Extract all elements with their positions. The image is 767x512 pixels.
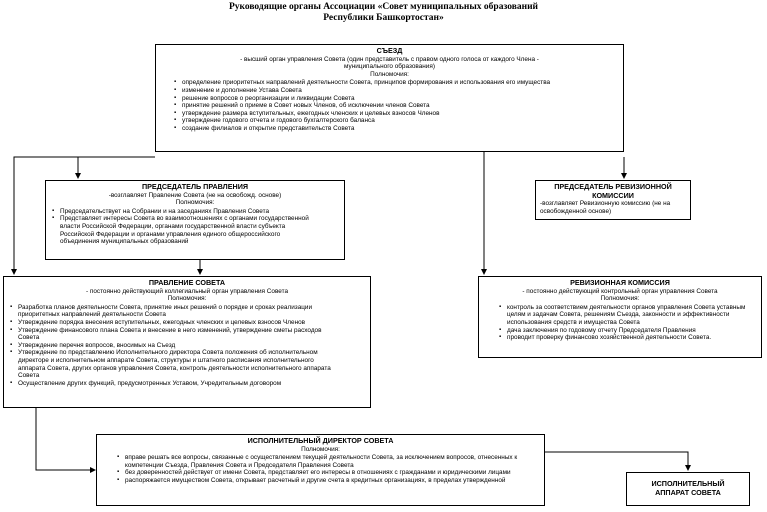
exec-apparatus-box: ИСПОЛНИТЕЛЬНЫЙ АППАРАТ СОВЕТА — [626, 472, 750, 506]
list-item: определение приоритетных направлений дея… — [174, 79, 619, 87]
exec-director-box: ИСПОЛНИТЕЛЬНЫЙ ДИРЕКТОР СОВЕТА Полномочи… — [96, 434, 545, 506]
list-item: дача заключения по годовому отчету Предс… — [499, 327, 757, 335]
connector-execdirector-apparatus — [545, 451, 691, 471]
audit-commission-title: РЕВИЗИОННАЯ КОМИССИЯ — [570, 278, 670, 287]
list-item: создание филиалов и открытие представите… — [174, 125, 619, 133]
chairman-powers-label: Полномочия: — [175, 199, 215, 207]
congress-description: - высший орган управления Совета (один п… — [240, 55, 539, 71]
list-item: Представляет интересы Совета во взаимоот… — [52, 215, 320, 245]
congress-title: СЪЕЗД — [376, 46, 403, 55]
list-item: изменение и дополнение Устава Совета — [174, 87, 619, 95]
congress-powers-list: определение приоритетных направлений дея… — [172, 79, 619, 132]
list-item: Утверждение финансового плана Совета и в… — [10, 327, 336, 342]
list-item: утверждение размера вступительных, ежего… — [174, 110, 619, 118]
page-title-line1: Руководящие органы Ассоциации «Совет мун… — [228, 2, 539, 12]
list-item: проводит проверку финансово хозяйственно… — [499, 334, 757, 342]
exec-director-title: ИСПОЛНИТЕЛЬНЫЙ ДИРЕКТОР СОВЕТА — [247, 436, 394, 445]
audit-chair-title: ПРЕДСЕДАТЕЛЬ РЕВИЗИОННОЙ КОМИССИИ — [554, 182, 672, 200]
audit-commission-powers-list: контроль за соответствием деятельности о… — [497, 304, 757, 342]
list-item: Председательствует на Собрании и на засе… — [52, 208, 320, 216]
audit-commission-powers-label: Полномочия: — [600, 295, 640, 303]
list-item: вправе решать все вопросы, связанные с о… — [117, 454, 540, 469]
exec-director-powers-list: вправе решать все вопросы, связанные с о… — [115, 454, 540, 484]
chairman-description: -возглавляет Правление Совета (не на осв… — [108, 191, 282, 199]
list-item: принятие решений о приеме в Совет новых … — [174, 102, 619, 110]
board-description: - постоянно действующий коллегиальный ор… — [85, 287, 289, 295]
list-item: Утверждение порядка внесения вступительн… — [10, 319, 336, 327]
board-box: ПРАВЛЕНИЕ СОВЕТА - постоянно действующий… — [3, 276, 371, 408]
audit-commission-box: РЕВИЗИОННАЯ КОМИССИЯ - постоянно действу… — [478, 276, 762, 358]
board-title: ПРАВЛЕНИЕ СОВЕТА — [148, 278, 226, 287]
connector-board-execdirector — [35, 408, 96, 473]
list-item: решение вопросов о реорганизации и ликви… — [174, 95, 619, 103]
board-powers-list: Разработка планов деятельности Совета, п… — [8, 304, 336, 388]
list-item: без доверенностей действует от имени Сов… — [117, 469, 540, 477]
chairman-title: ПРЕДСЕДАТЕЛЬ ПРАВЛЕНИЯ — [141, 182, 249, 191]
audit-commission-description: - постоянно действующий контрольный орга… — [522, 287, 718, 295]
board-powers-label: Полномочия: — [167, 295, 207, 303]
list-item: контроль за соответствием деятельности о… — [499, 304, 757, 327]
list-item: утверждение годового отчета и годового б… — [174, 117, 619, 125]
chairman-powers-list: Председательствует на Собрании и на засе… — [50, 208, 320, 246]
list-item: Утверждение по представлению Исполнитель… — [10, 349, 336, 379]
audit-chair-description: -возглавляет Ревизионную комиссию (не на… — [540, 200, 671, 215]
list-item: Разработка планов деятельности Совета, п… — [10, 304, 336, 319]
chairman-box: ПРЕДСЕДАТЕЛЬ ПРАВЛЕНИЯ -возглавляет Прав… — [45, 180, 345, 260]
exec-apparatus-title: ИСПОЛНИТЕЛЬНЫЙ АППАРАТ СОВЕТА — [651, 479, 725, 497]
list-item: Осуществление других функций, предусмотр… — [10, 380, 336, 388]
audit-chair-box: ПРЕДСЕДАТЕЛЬ РЕВИЗИОННОЙ КОМИССИИ -возгл… — [535, 180, 691, 220]
congress-powers-label: Полномочия: — [370, 70, 409, 78]
list-item: распоряжается имуществом Совета, открыва… — [117, 477, 540, 485]
connector-congress-board — [11, 156, 155, 275]
page-title-line2: Республики Башкортостан» — [323, 12, 444, 23]
list-item: Утверждение перечня вопросов, вносимых н… — [10, 342, 336, 350]
exec-director-powers-label: Полномочия: — [301, 445, 340, 453]
page-title: Руководящие органы Ассоциации «Совет мун… — [0, 2, 767, 23]
congress-box: СЪЕЗД - высший орган управления Совета (… — [155, 44, 624, 152]
